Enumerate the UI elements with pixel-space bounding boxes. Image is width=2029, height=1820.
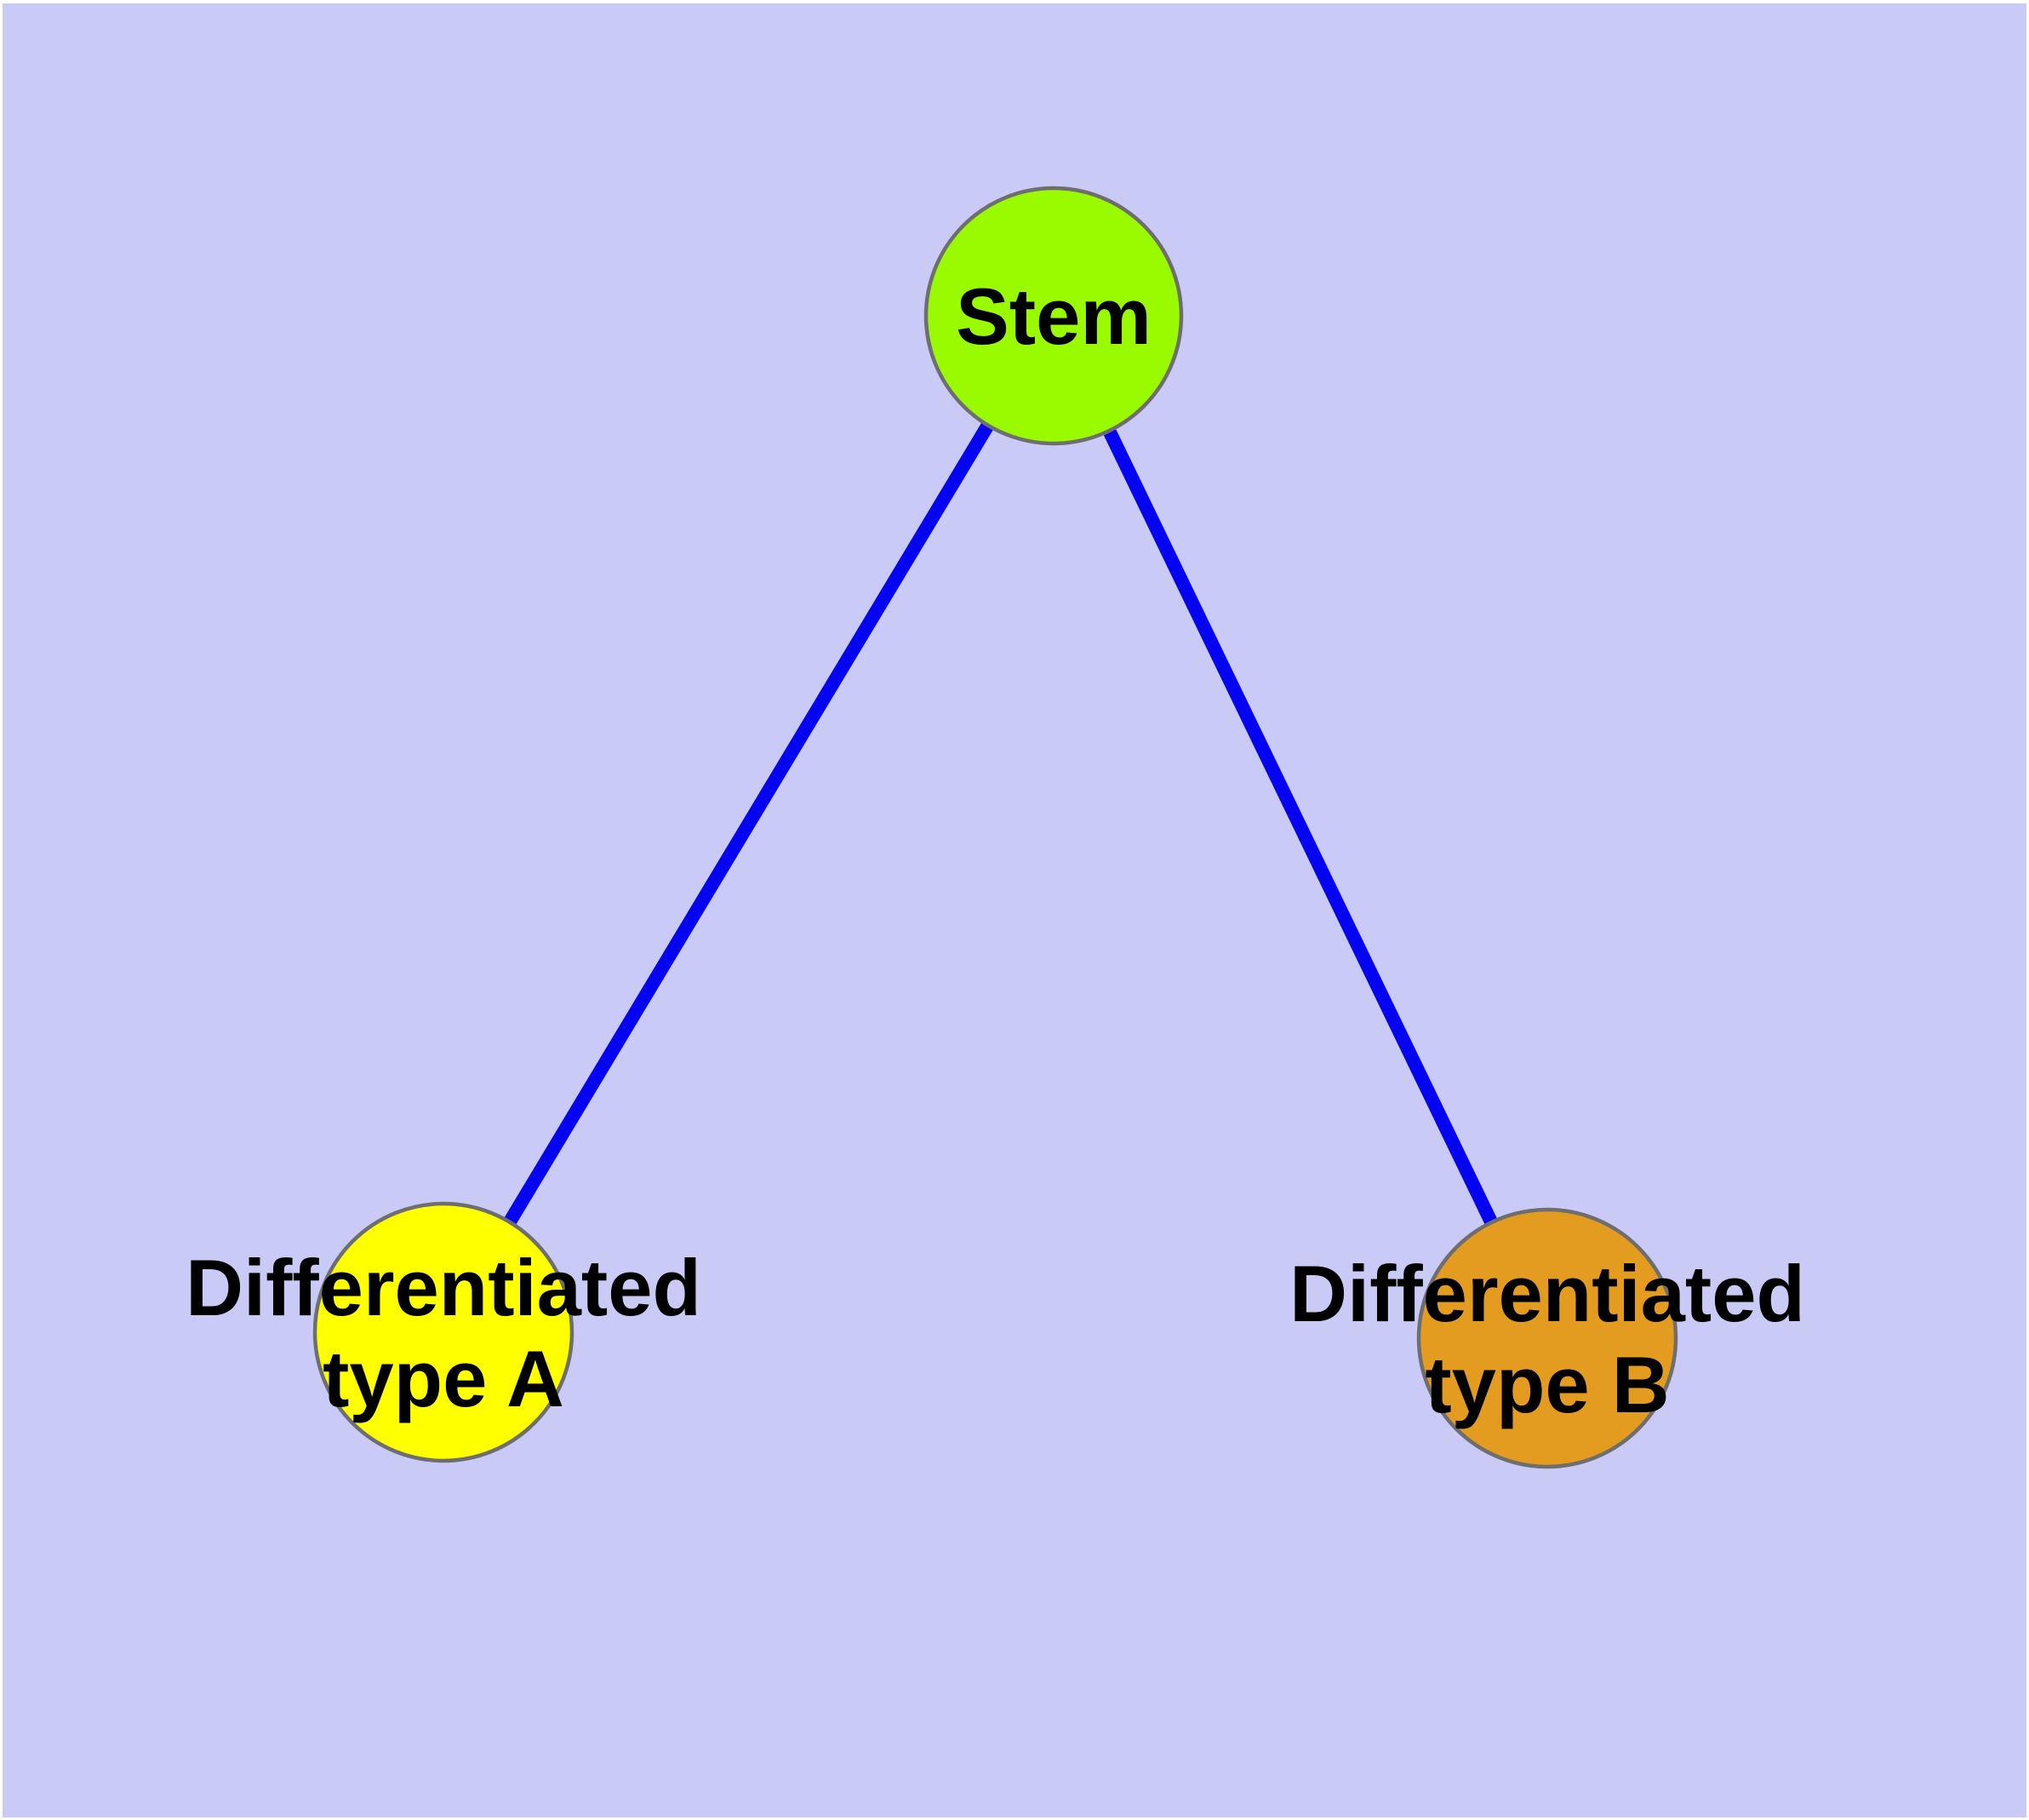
node-differentiated-type-a — [312, 1201, 574, 1463]
node-type-b-label-line2: type B — [1425, 1340, 1669, 1429]
node-differentiated-type-b — [1416, 1207, 1678, 1469]
edge-stem-to-type-b — [1047, 312, 1554, 1342]
node-type-a-label-line2: type A — [323, 1334, 564, 1423]
edge-stem-to-type-a — [437, 312, 1060, 1336]
node-type-b-label-line1: Differentiated — [1289, 1249, 1805, 1338]
node-stem-label: Stem — [956, 272, 1152, 361]
node-type-a-label-line1: Differentiated — [186, 1243, 701, 1332]
node-stem — [923, 186, 1184, 446]
